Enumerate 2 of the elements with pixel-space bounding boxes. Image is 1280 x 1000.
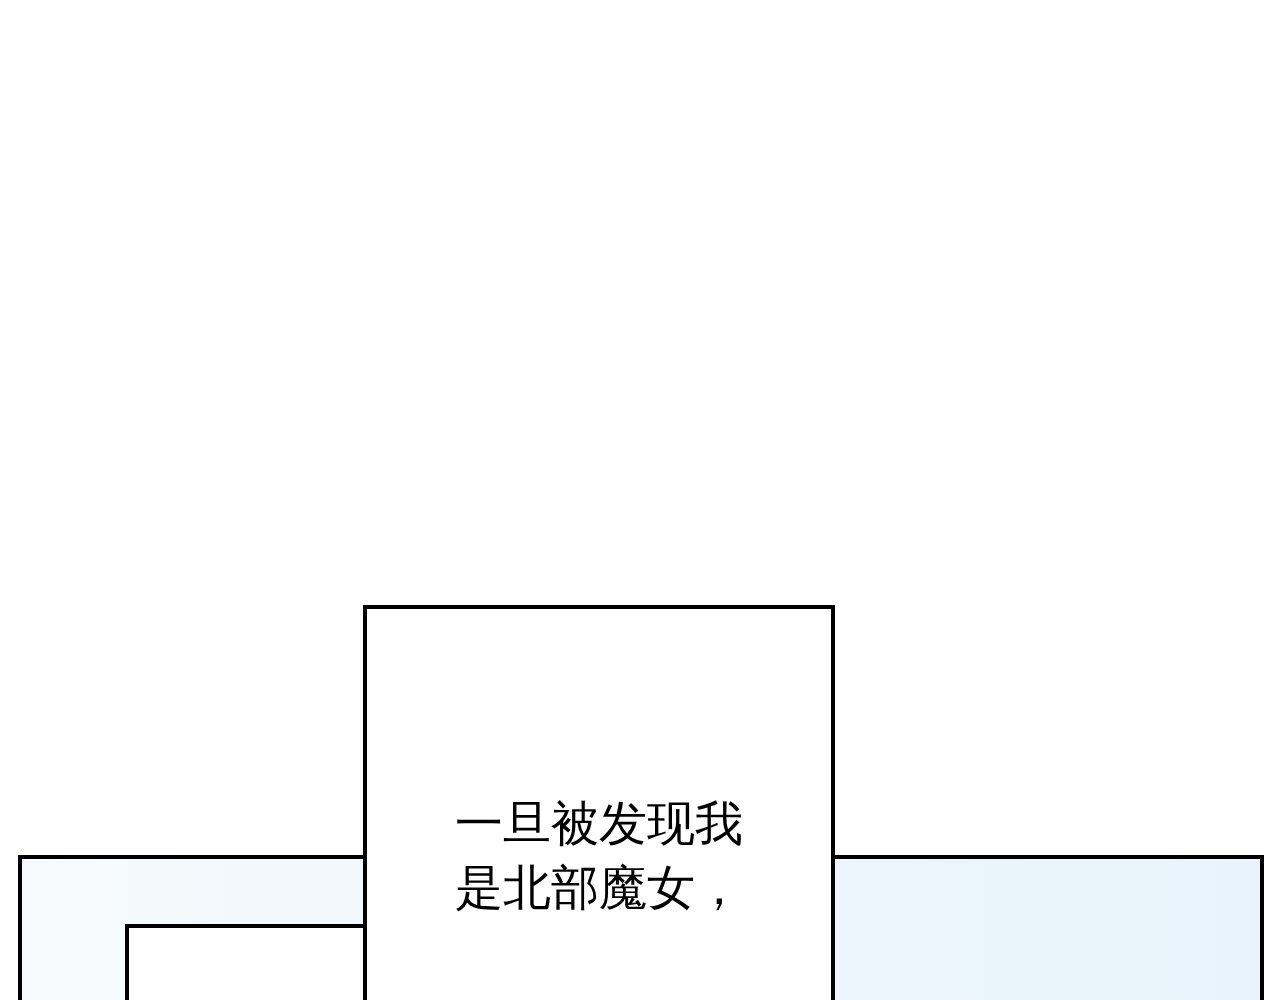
dialogue-text: 一旦被发现我是北部魔女， [455,794,744,917]
speech-box [363,605,835,1000]
